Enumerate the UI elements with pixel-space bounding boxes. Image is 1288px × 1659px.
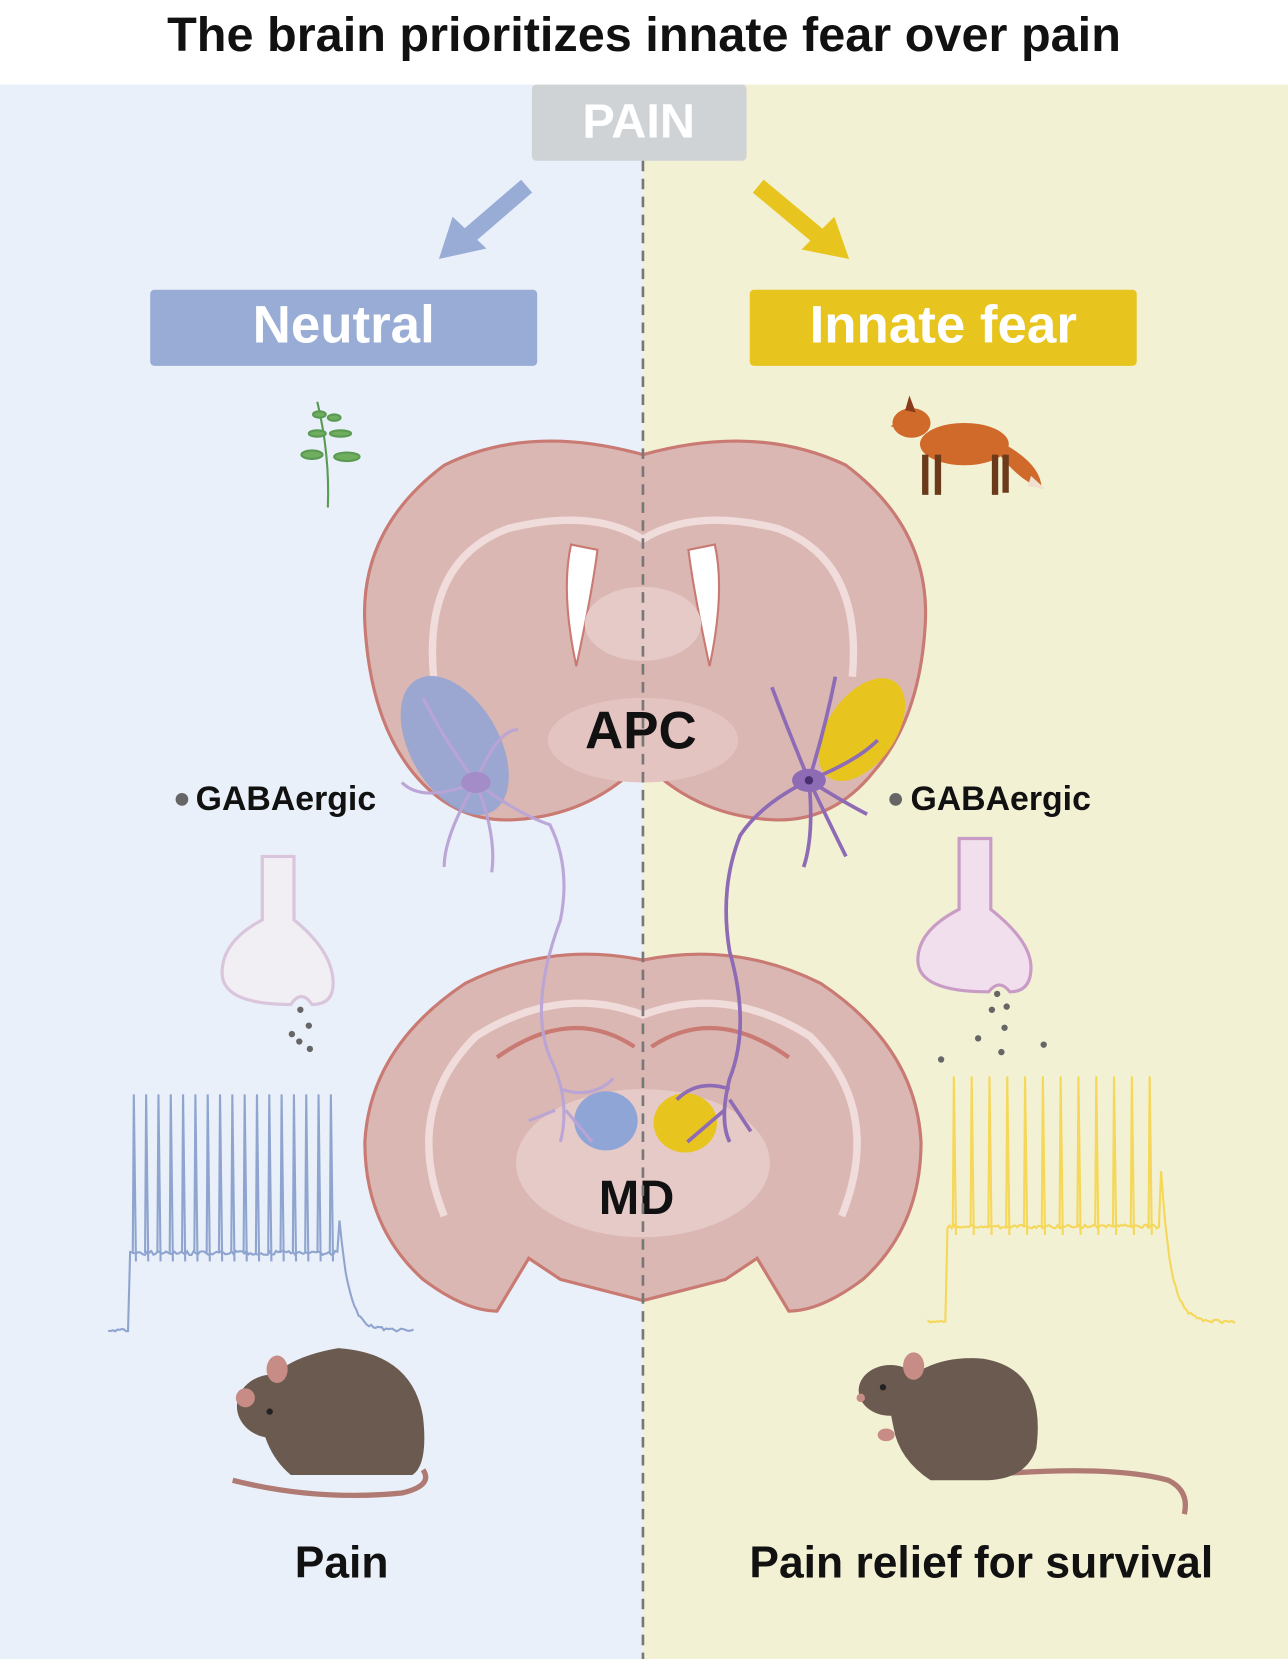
innate-fear-label: Innate fear <box>810 296 1077 355</box>
left-gaba-dot-icon <box>176 793 189 806</box>
apc-label: APC <box>585 702 697 761</box>
left-md-region <box>574 1091 637 1150</box>
left-outcome-label: Pain <box>295 1539 389 1588</box>
right-gabaergic-label: GABAergic <box>910 780 1090 818</box>
figure-title: The brain prioritizes innate fear over p… <box>167 8 1121 62</box>
left-gabaergic-label: GABAergic <box>196 780 376 818</box>
md-label: MD <box>599 1171 675 1225</box>
pain-stimulus-label: PAIN <box>582 94 695 148</box>
neutral-label: Neutral <box>253 296 435 355</box>
right-gaba-dot-icon <box>889 793 902 806</box>
right-outcome-label: Pain relief for survival <box>749 1539 1213 1588</box>
